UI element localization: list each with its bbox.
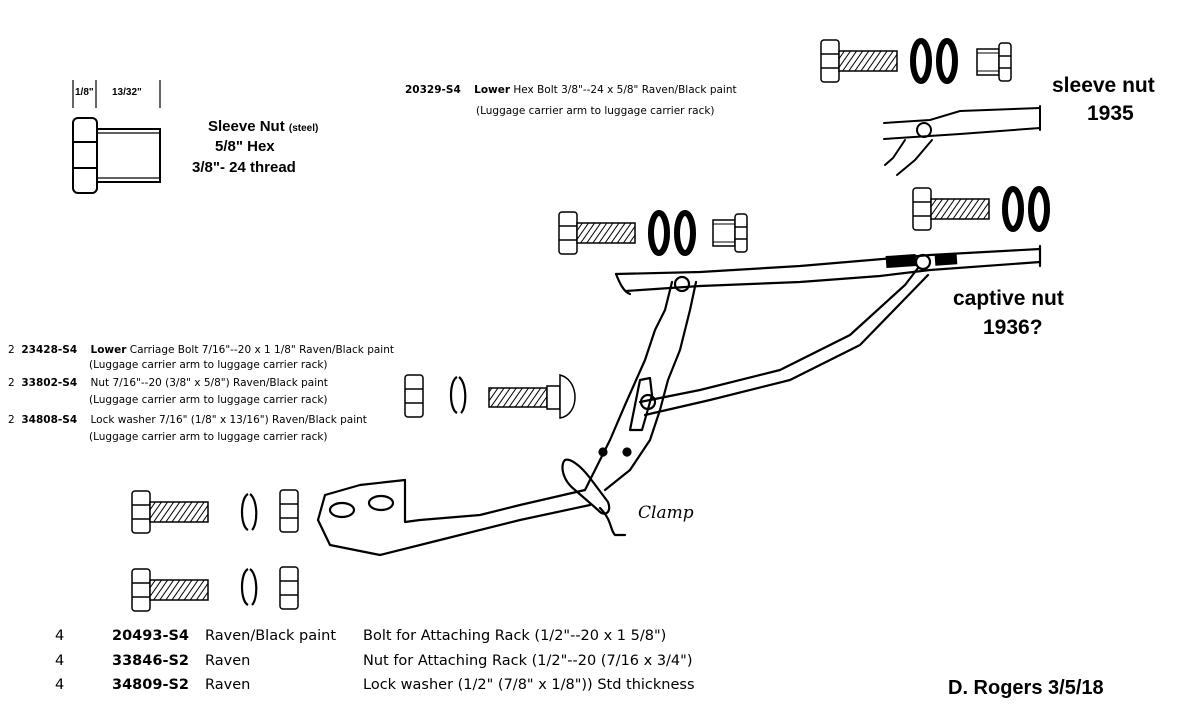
middle-part-note: (Luggage carrier arm to luggage carrier … [89, 431, 328, 443]
middle-part-row: 2 23428-S4 Lower Carriage Bolt 7/16"--20… [8, 343, 394, 357]
table-cell-qty: 4 [55, 653, 65, 669]
part-number: 20329-S4 [405, 84, 461, 96]
nut-lower-2 [279, 566, 299, 610]
middle-part-row: 2 33802-S4 Nut 7/16"--20 (3/8" x 5/8") R… [8, 376, 328, 390]
sleeve-nut-top-right [976, 42, 1012, 82]
sleeve-nut-name: Sleeve Nut [208, 118, 285, 135]
hex-bolt-top-right [820, 39, 898, 83]
nut-lower-1 [279, 489, 299, 533]
middle-part-row: 2 34808-S4 Lock washer 7/16" (1/8" x 13/… [8, 413, 367, 427]
part-qty: 2 [8, 377, 15, 389]
lock-washer-lower-2 [240, 567, 258, 607]
table-cell-finish: Raven/Black paint [205, 628, 337, 644]
author-signature: D. Rogers 3/5/18 [948, 677, 1104, 699]
hex-bolt-lower-2 [131, 568, 209, 612]
table-cell-desc: Nut for Attaching Rack (1/2"--20 (7/16 x… [363, 653, 693, 669]
part-description: Nut 7/16"--20 (3/8" x 5/8") Raven/Black … [90, 377, 328, 389]
middle-part-note: (Luggage carrier arm to luggage carrier … [89, 394, 328, 406]
part-number: 33802-S4 [21, 377, 78, 389]
nut-middle [404, 374, 424, 418]
sleeve-nut-title: Sleeve Nut (steel) [208, 118, 318, 135]
sleeve-nut-material: (steel) [288, 123, 319, 134]
sleeve-nut-center [712, 213, 748, 253]
table-cell-qty: 4 [55, 628, 65, 644]
table-cell-part-no: 33846-S2 [112, 653, 189, 669]
lock-washer-middle [449, 375, 467, 415]
part-emphasis: Lower [474, 84, 511, 96]
part-number: 34808-S4 [21, 414, 78, 426]
part-qty: 2 [8, 414, 15, 426]
sleeve-nut-callout: sleeve nut [1052, 74, 1155, 97]
sleeve-nut-hex: 5/8" Hex [215, 138, 275, 155]
part-emphasis: Lower [90, 344, 127, 356]
part-description: Lock washer 7/16" (1/8" x 13/16") Raven/… [90, 414, 367, 426]
table-cell-finish: Raven [205, 653, 251, 669]
washers-top-right [913, 41, 955, 81]
hex-bolt-center-right [912, 187, 990, 231]
hex-bolt-lower-1 [131, 490, 209, 534]
sleeve-nut-spec-drawing [72, 80, 161, 194]
table-cell-desc: Lock washer (1/2" (7/8" x 1/8")) Std thi… [363, 677, 695, 693]
table-cell-qty: 4 [55, 677, 65, 693]
upper-part-note: (Luggage carrier arm to luggage carrier … [476, 105, 715, 117]
dimension-sleeve: 13/32" [112, 87, 142, 98]
part-number: 23428-S4 [21, 344, 78, 356]
clamp-label: Clamp [638, 503, 694, 523]
upper-part-line: 20329-S4 Lower Hex Bolt 3/8"--24 x 5/8" … [405, 83, 737, 97]
part-qty: 2 [8, 344, 15, 356]
part-description: Carriage Bolt 7/16"--20 x 1 1/8" Raven/B… [129, 344, 394, 356]
captive-nut-callout: captive nut [953, 287, 1064, 310]
hex-bolt-center [558, 211, 636, 255]
dimension-head: 1/8" [75, 87, 94, 98]
table-cell-finish: Raven [205, 677, 251, 693]
washers-center [651, 213, 693, 253]
sleeve-nut-thread: 3/8"- 24 thread [192, 159, 296, 176]
sleeve-nut-arm-sketch [883, 105, 1041, 176]
table-cell-part-no: 20493-S4 [112, 628, 189, 644]
carriage-bolt-middle [488, 374, 576, 419]
captive-nut-year: 1936? [983, 316, 1043, 339]
middle-part-note: (Luggage carrier arm to luggage carrier … [89, 359, 328, 371]
luggage-carrier-arm-sketch [316, 244, 1042, 557]
table-cell-part-no: 34809-S2 [112, 677, 189, 693]
sleeve-nut-year: 1935 [1087, 102, 1134, 125]
table-cell-desc: Bolt for Attaching Rack (1/2"--20 x 1 5/… [363, 628, 667, 644]
lock-washer-lower-1 [240, 492, 258, 532]
part-description: Hex Bolt 3/8"--24 x 5/8" Raven/Black pai… [513, 84, 737, 96]
washers-center-right [1005, 189, 1047, 229]
